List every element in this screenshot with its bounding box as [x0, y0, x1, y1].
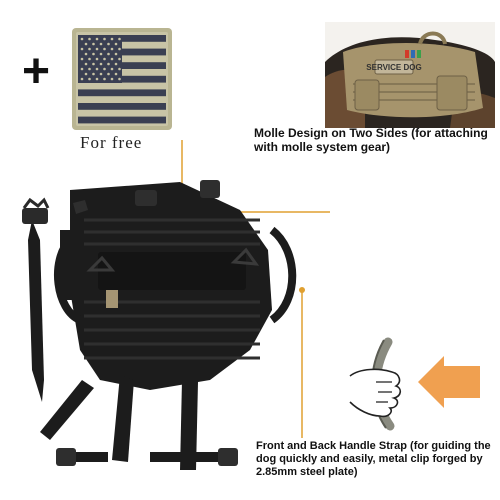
flag-star	[88, 37, 91, 41]
flag-star	[110, 77, 114, 81]
flag-star	[84, 42, 88, 46]
flag-star	[99, 62, 103, 66]
flag-star	[99, 42, 103, 46]
vest-logo-tag	[106, 290, 118, 308]
arrow-left-icon	[418, 356, 480, 408]
molle-callout-text: Molle Design on Two Sides (for attaching…	[254, 126, 488, 154]
flag-star	[99, 72, 103, 76]
flag-star	[118, 37, 121, 41]
flag-star	[95, 57, 99, 61]
flag-star	[95, 77, 99, 81]
flag-star	[92, 72, 95, 76]
tactical-dog-vest-image	[22, 180, 297, 470]
flag-star	[103, 67, 106, 71]
handle-callout-text: Front and Back Handle Strap (for guiding…	[256, 440, 491, 478]
flag-stars	[80, 37, 121, 81]
flag-star	[92, 42, 95, 46]
flag-star	[80, 67, 84, 71]
flag-star	[110, 67, 114, 71]
flag-star	[107, 62, 110, 66]
flag-star	[99, 52, 103, 56]
velcro-patch	[98, 252, 246, 290]
flag-star	[88, 47, 91, 51]
flag-star	[118, 57, 121, 61]
flag-star	[103, 57, 106, 61]
flag-star	[110, 47, 114, 51]
flag-star	[114, 42, 118, 46]
flag-star	[80, 37, 84, 41]
flag-star	[107, 72, 110, 76]
flag-canton	[78, 35, 122, 83]
flag-star	[103, 37, 106, 41]
flag-star	[114, 52, 118, 56]
flag-star	[103, 77, 106, 81]
flag-star	[118, 47, 121, 51]
plus-sign: +	[22, 45, 51, 98]
handle-grip-illustration	[349, 337, 480, 431]
flag-star	[118, 67, 121, 71]
free-label: For free	[80, 133, 143, 152]
flag-star	[80, 77, 84, 81]
dog-wearing-vest-photo: SERVICE DOG	[325, 22, 495, 128]
flag-star	[95, 47, 99, 51]
flag-star	[95, 37, 99, 41]
flag-star	[84, 62, 88, 66]
neck-buckle	[22, 208, 48, 224]
flag-star	[92, 52, 95, 56]
flag-star	[114, 62, 118, 66]
flag-patch-image	[72, 28, 172, 130]
flag-star	[84, 52, 88, 56]
flag-star	[103, 47, 106, 51]
flag-star	[118, 77, 121, 81]
service-dog-patch-text: SERVICE DOG	[366, 63, 421, 72]
flag-star	[88, 57, 91, 61]
flag-star	[107, 52, 110, 56]
flag-star	[80, 47, 84, 51]
flag-star	[88, 77, 91, 81]
flag-star	[107, 42, 110, 46]
flag-star	[92, 62, 95, 66]
flag-star	[84, 72, 88, 76]
flag-star	[110, 57, 114, 61]
flag-star	[114, 72, 118, 76]
flag-star	[110, 37, 114, 41]
flag-star	[88, 67, 91, 71]
flag-star	[95, 67, 99, 71]
flag-star	[80, 57, 84, 61]
